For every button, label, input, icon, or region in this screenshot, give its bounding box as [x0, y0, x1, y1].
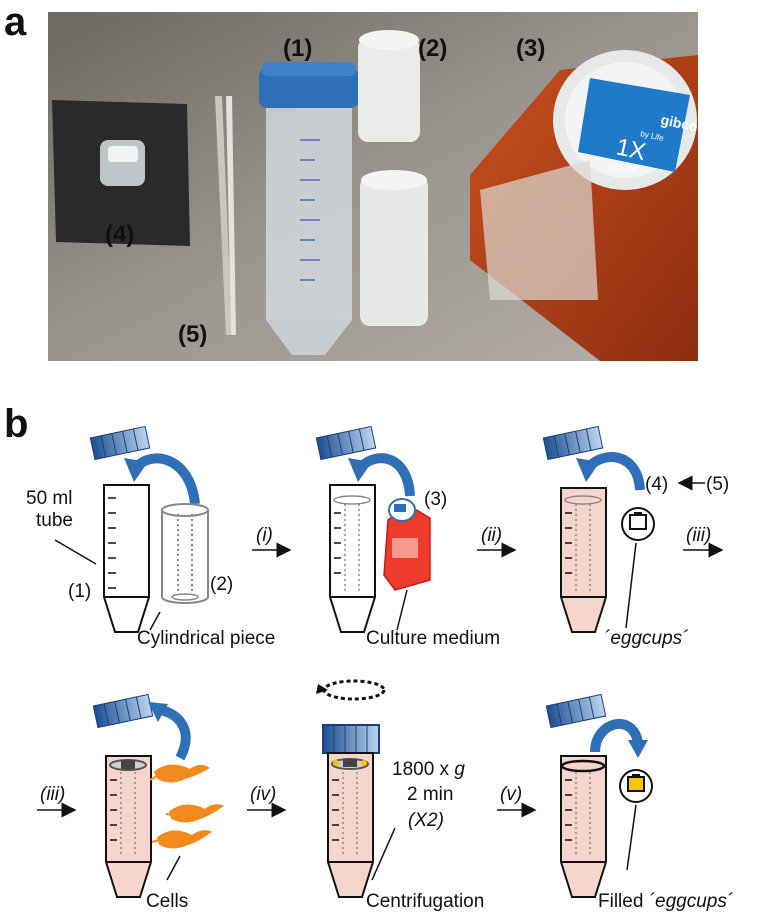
step6-group: [545, 693, 653, 898]
bottle-conc: 1X: [614, 133, 648, 166]
tube-label-line1: 50 ml: [26, 488, 72, 509]
photo-label-cylinder: (2): [418, 35, 447, 62]
num-5: (5): [706, 474, 729, 495]
step1-group: [54, 425, 209, 633]
black-pad: [52, 100, 190, 246]
photo-tube: [259, 62, 359, 355]
speed-label: 1800 x g: [392, 759, 465, 780]
photo-panel: gibco by Life 1X DMEM (1) (2) (3) (4) (5…: [48, 12, 699, 361]
photo-label-eggcup: (4): [105, 221, 134, 248]
step-i-label: (i): [256, 525, 273, 546]
medium-bottle-icon: [383, 498, 431, 591]
step-iii-b-label: (iii): [40, 784, 65, 805]
cylindrical-piece-label: Cylindrical piece: [137, 628, 275, 649]
cap-icon: [89, 425, 151, 461]
photo-label-tweezers: (5): [178, 321, 207, 348]
num-4: (4): [645, 474, 668, 495]
time-label: 2 min: [407, 784, 453, 805]
panel-b-letter: b: [4, 402, 29, 446]
tweezers: [215, 96, 236, 335]
step-iii-a-label: (iii): [686, 525, 711, 546]
photo-label-tube: (1): [283, 35, 312, 62]
eggcups-label: ´eggcups´: [604, 628, 689, 649]
photo-bottle: gibco by Life 1X DMEM: [470, 50, 699, 361]
step5-group: [316, 679, 396, 898]
bottle-brand: gibco: [659, 111, 699, 134]
step-v-label: (v): [500, 784, 522, 805]
num-2: (2): [210, 574, 233, 595]
culture-medium-label: Culture medium: [366, 628, 500, 649]
step4-group: [92, 693, 225, 898]
filled-eggcup-icon: [619, 769, 653, 803]
filled-eggcups-label: Filled ´eggcups´: [598, 891, 734, 912]
rotation-icon: [322, 679, 386, 701]
step2-group: [315, 425, 431, 633]
eggcup-icon: [621, 507, 655, 541]
photo-cylinders: [358, 30, 428, 326]
cells-label: Cells: [146, 891, 188, 912]
repeat-label: (X2): [408, 810, 444, 831]
step-ii-label: (ii): [481, 525, 502, 546]
tube-label-line2: tube: [36, 510, 73, 531]
num-3: (3): [424, 489, 447, 510]
panel-a-letter: a: [4, 0, 27, 44]
cylinder-icon: [161, 503, 209, 604]
num-1: (1): [68, 581, 91, 602]
step-iv-label: (iv): [250, 784, 276, 805]
photo-label-medium: (3): [516, 35, 545, 62]
cells-icon: [149, 764, 225, 849]
step3-group: [542, 425, 705, 633]
centrifugation-label: Centrifugation: [366, 891, 484, 912]
